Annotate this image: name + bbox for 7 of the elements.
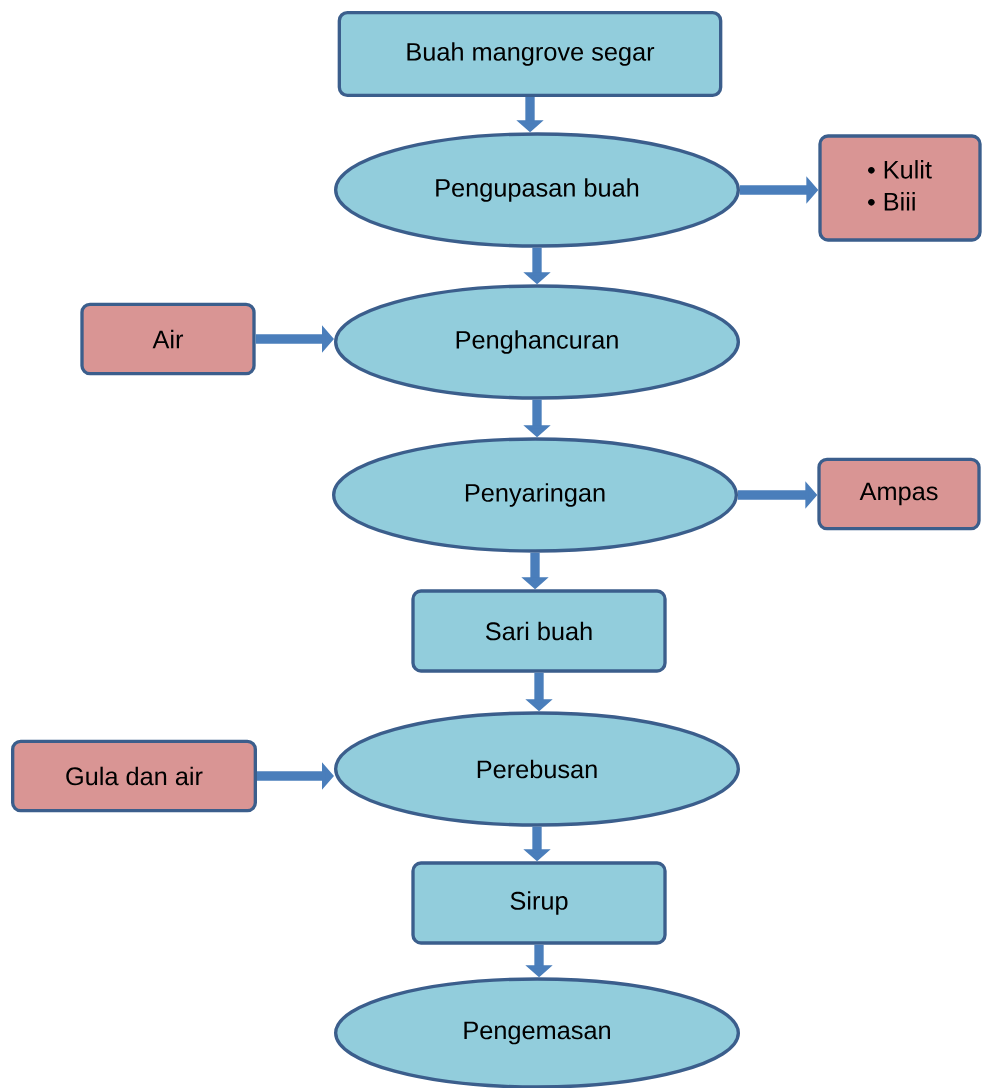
process-box: Sirup: [411, 861, 667, 945]
input-output-box: Kulit Biii: [818, 134, 982, 242]
process-box: Sari buah: [411, 589, 667, 673]
input-output-box: Ampas: [817, 457, 981, 531]
input-output-box: Gula dan air: [11, 739, 257, 813]
process-box: Buah mangrove segar: [337, 11, 723, 97]
input-output-box: Air: [80, 302, 256, 376]
